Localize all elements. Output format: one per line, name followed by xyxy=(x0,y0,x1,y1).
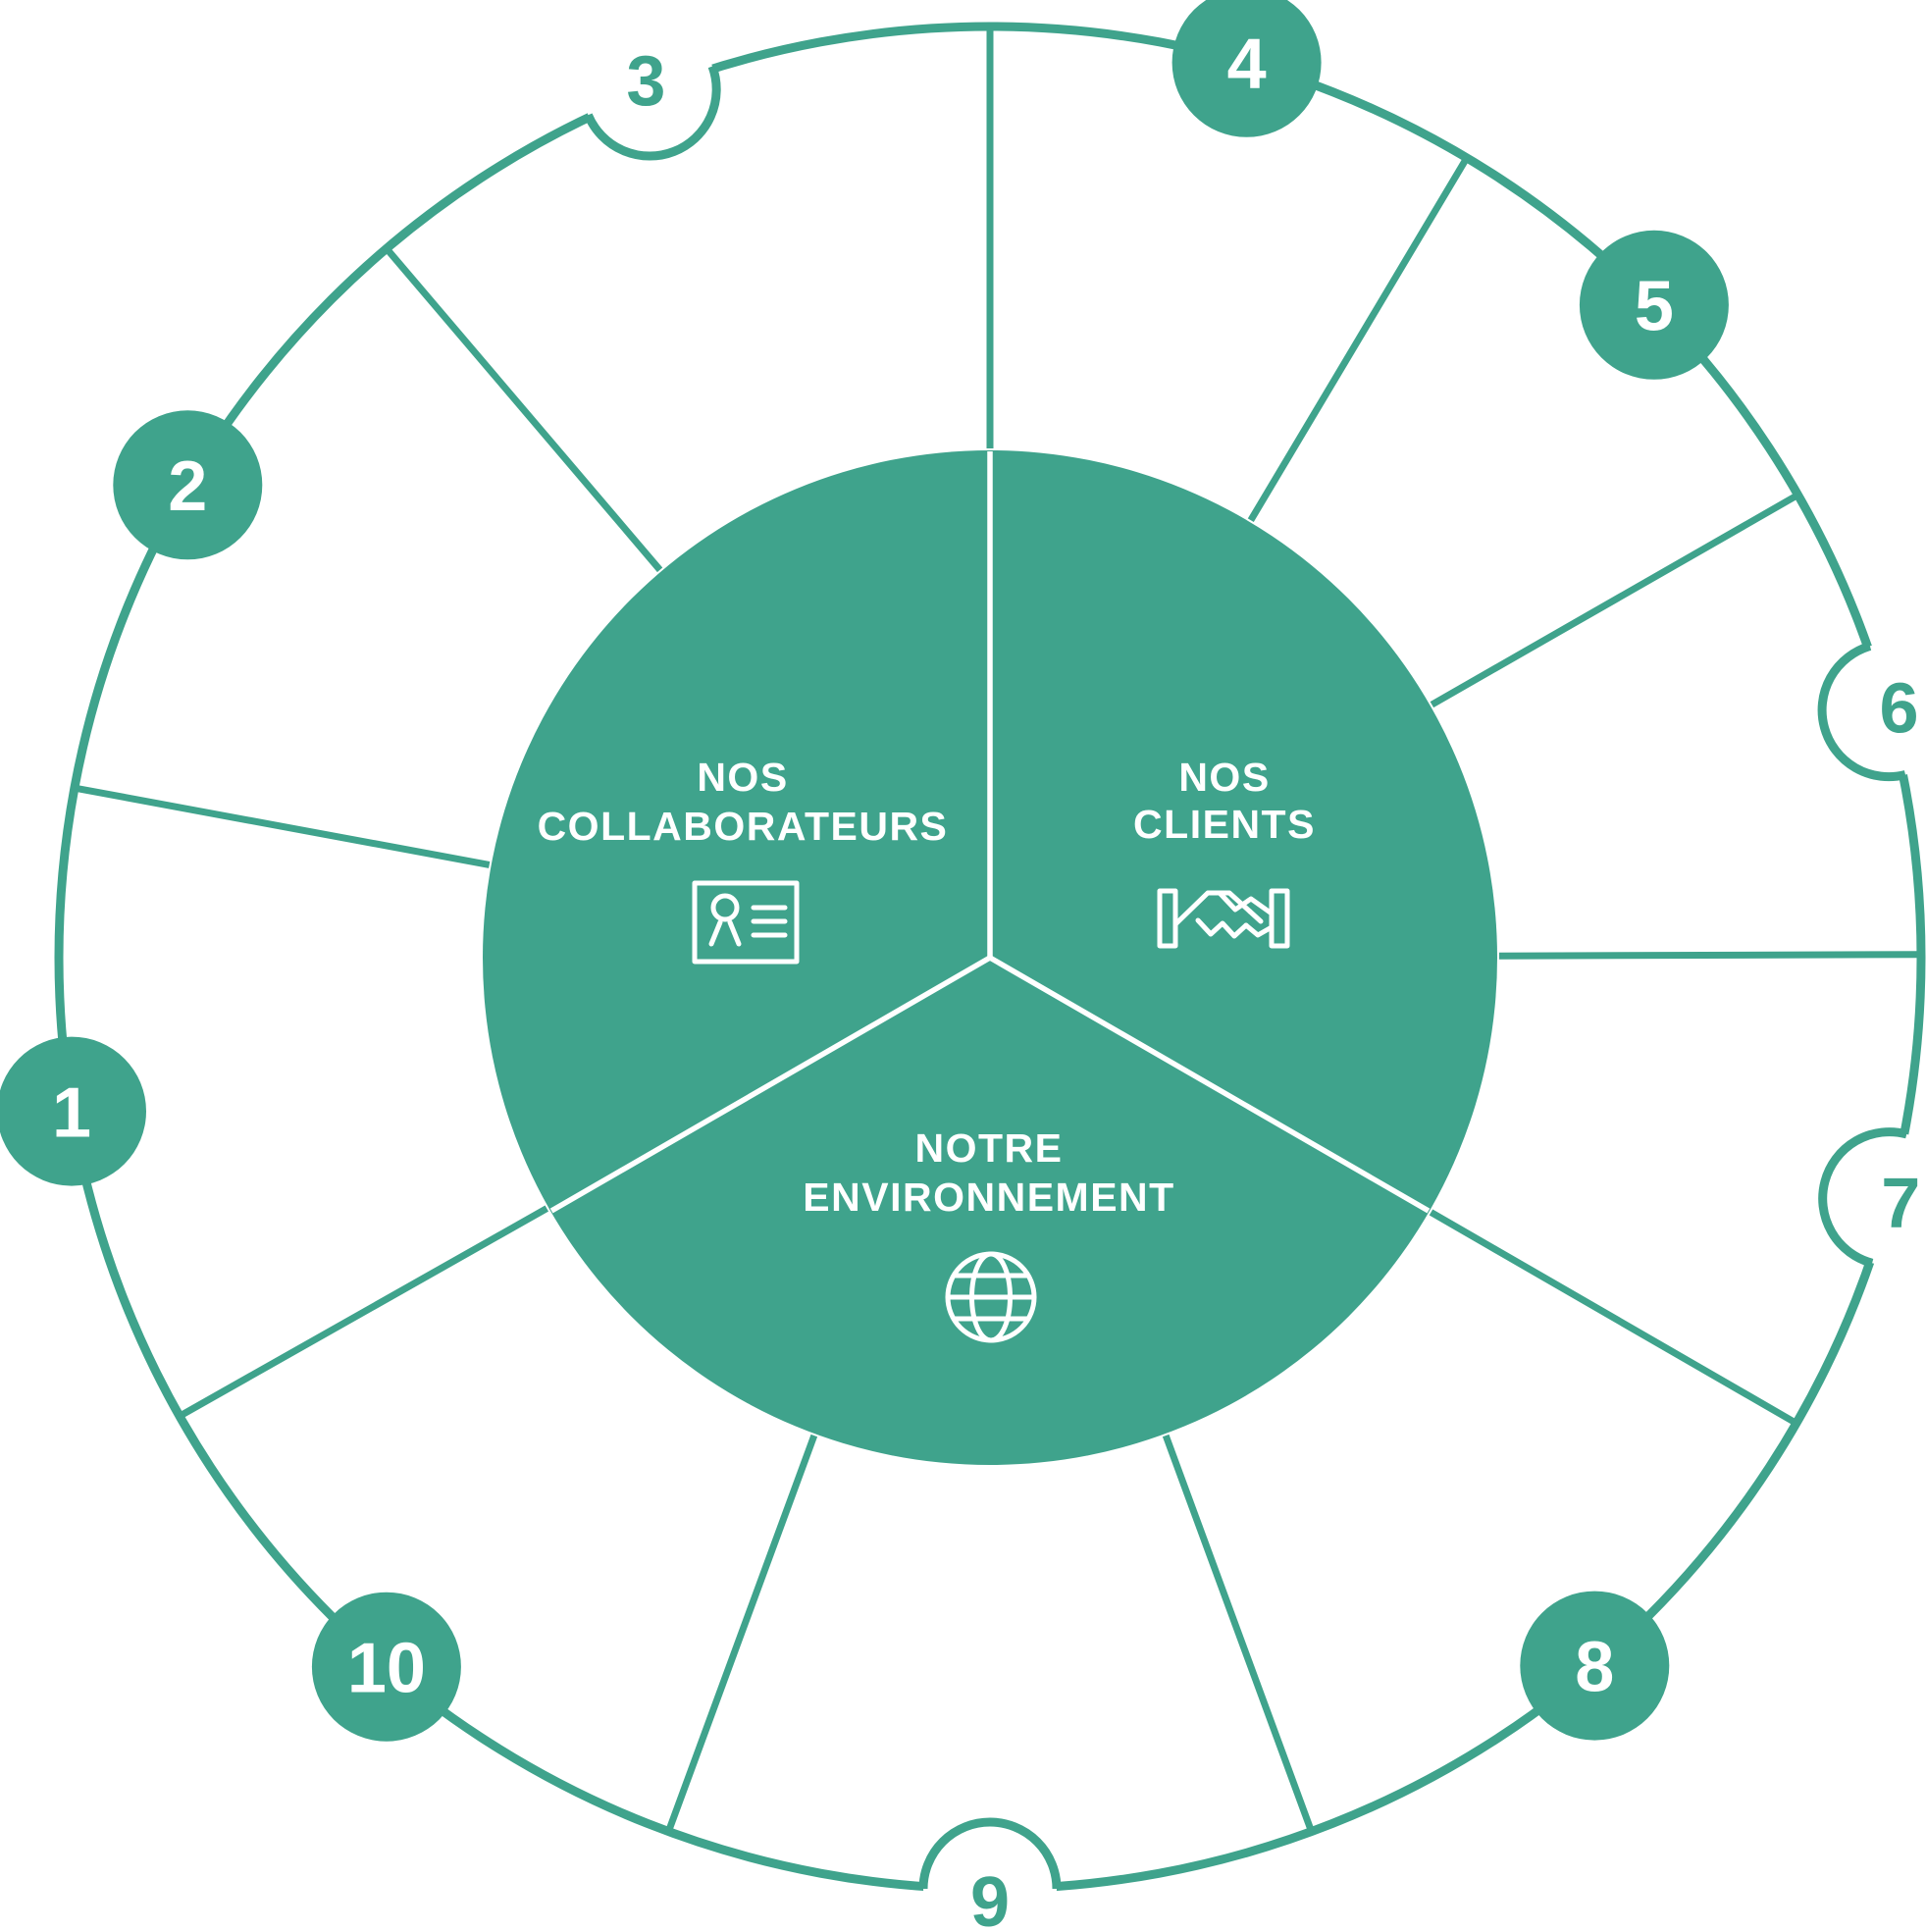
sector-spoke xyxy=(666,1434,818,1830)
number-badge-10 xyxy=(311,1592,461,1742)
card-text-lines xyxy=(751,905,788,938)
sector-number-5: 5 xyxy=(1635,268,1674,346)
number-badge-8 xyxy=(1520,1591,1670,1741)
sector-spoke xyxy=(386,249,663,573)
sector-number-9: 9 xyxy=(970,1863,1010,1932)
person-shoulders xyxy=(708,919,742,947)
notch-arc xyxy=(584,65,721,161)
number-badge-4 xyxy=(1171,0,1322,137)
theme-label-environnement-line1: NOTRE xyxy=(915,1125,1064,1171)
globe-parallels xyxy=(945,1273,1037,1322)
sector-spoke xyxy=(1430,494,1796,708)
theme-label-clients-line1: NOS xyxy=(1178,755,1270,800)
sector-number-6: 6 xyxy=(1879,670,1918,749)
sector-spoke xyxy=(181,1205,549,1418)
sector-number-4: 4 xyxy=(1227,26,1267,104)
globe-icon xyxy=(945,1251,1037,1343)
card-frame xyxy=(692,880,800,965)
number-badge-5 xyxy=(1579,230,1729,380)
disk-divider xyxy=(549,955,992,1214)
person-head xyxy=(710,893,740,922)
hands-cross xyxy=(1217,890,1275,916)
sector-number-10: 10 xyxy=(347,1630,426,1708)
sector-spoke xyxy=(1247,159,1468,522)
theme-label-clients-line2: CLIENTS xyxy=(1133,802,1316,847)
number-badge-2 xyxy=(113,410,263,560)
disk-divider xyxy=(988,955,1431,1214)
sector-number-7: 7 xyxy=(1881,1165,1920,1243)
notch-arc xyxy=(1818,1127,1908,1268)
notch-arc xyxy=(1817,642,1907,782)
sector-number-3: 3 xyxy=(626,42,665,121)
handshake-icon xyxy=(1157,888,1290,949)
right-cuff xyxy=(1269,888,1290,949)
sector-number-2: 2 xyxy=(168,447,207,526)
theme-label-collaborateurs-line1: NOS xyxy=(697,755,788,800)
sector-spoke xyxy=(78,785,491,868)
sector-number-8: 8 xyxy=(1575,1629,1614,1707)
sector-spoke xyxy=(1498,951,1918,960)
sector-spoke xyxy=(1429,1209,1796,1425)
sector-spoke xyxy=(1162,1434,1314,1830)
id-card-icon xyxy=(692,880,800,965)
theme-label-collaborateurs-line2: COLLABORATEURS xyxy=(538,804,949,849)
hands-right-link xyxy=(1243,909,1275,938)
theme-label-environnement-line2: ENVIRONNEMENT xyxy=(803,1175,1174,1220)
fingers-zigzag xyxy=(1195,917,1249,939)
number-badge-1 xyxy=(0,1036,146,1186)
notch-arc xyxy=(918,1817,1062,1890)
left-cuff xyxy=(1157,888,1178,949)
sector-number-1: 1 xyxy=(52,1074,91,1153)
